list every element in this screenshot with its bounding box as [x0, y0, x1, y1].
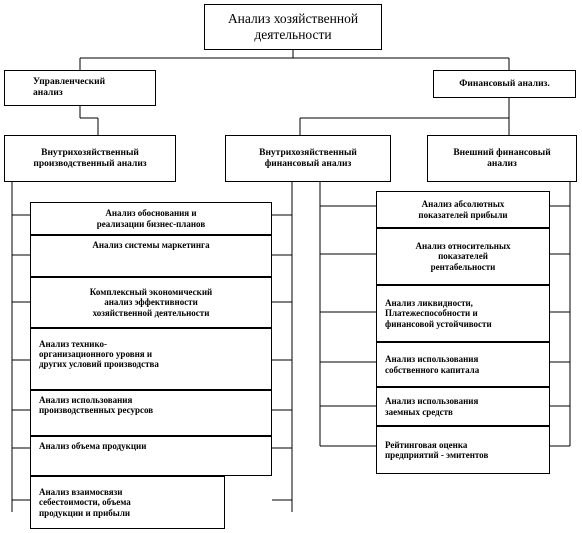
right-item-label: Анализ относительных показателей рентабе… [415, 241, 511, 272]
subbranch-internal-production-box: Внутрихозяйственный производственный ана… [4, 135, 176, 182]
subbranch-external-financial-box: Внешний финансовый анализ [427, 135, 577, 182]
right-item: Анализ использования заемных средств [376, 387, 550, 426]
right-ticks [320, 205, 570, 447]
left-item: Анализ обоснования и реализации бизнес-п… [30, 202, 272, 235]
left-item: Анализ использования производственных ре… [30, 390, 272, 436]
left-item: Комплексный экономический анализ эффекти… [30, 277, 272, 328]
subbranch-external-financial-label: Внешний финансовый анализ [453, 147, 551, 169]
right-item-label: Рейтинговая оценка предприятий - эмитент… [385, 439, 489, 460]
branch-financial-label: Финансовый анализ. [459, 78, 550, 89]
left-item: Анализ объема продукции [30, 436, 272, 476]
right-item-label: Анализ абсолютных показателей прибыли [418, 199, 508, 220]
left-ticks [12, 214, 292, 501]
left-item-label: Анализ использования производственных ре… [39, 395, 154, 416]
right-item-label: Анализ использования заемных средств [385, 396, 479, 417]
left-item: Анализ технико- организационного уровня … [30, 328, 272, 390]
left-item: Анализ системы маркетинга [30, 235, 272, 277]
subbranch-internal-financial-label: Внутрихозяйственный финансовый анализ [259, 147, 357, 169]
right-item-label: Анализ ликвидности, Платежеспособности и… [385, 298, 492, 329]
branch-management-label: Управленческий анализ [33, 77, 106, 98]
left-item-label: Анализ системы маркетинга [92, 240, 210, 250]
right-item: Анализ абсолютных показателей прибыли [376, 191, 550, 228]
root-label: Анализ хозяйственной деятельности [227, 10, 359, 42]
right-item: Анализ ликвидности, Платежеспособности и… [376, 285, 550, 342]
branch-financial-box: Финансовый анализ. [433, 70, 576, 98]
root-box: Анализ хозяйственной деятельности [204, 4, 382, 50]
left-item-label: Анализ обоснования и реализации бизнес-п… [96, 208, 206, 229]
subbranch-internal-financial-box: Внутрихозяйственный финансовый анализ [225, 135, 391, 182]
left-item: Анализ взаимосвязи себестоимости, объема… [30, 476, 225, 529]
right-item: Анализ использования собственного капита… [376, 342, 550, 387]
left-item-label: Анализ технико- организационного уровня … [39, 339, 159, 370]
branch-management-box: Управленческий анализ [4, 70, 156, 106]
subbranch-internal-production-label: Внутрихозяйственный производственный ана… [33, 147, 147, 169]
left-item-label: Комплексный экономический анализ эффекти… [89, 287, 213, 318]
right-item: Анализ относительных показателей рентабе… [376, 228, 550, 285]
right-item-label: Анализ использования собственного капита… [385, 354, 480, 375]
left-item-label: Анализ взаимосвязи себестоимости, объема… [39, 487, 131, 518]
left-item-label: Анализ объема продукции [39, 441, 147, 451]
right-item: Рейтинговая оценка предприятий - эмитент… [376, 426, 550, 474]
